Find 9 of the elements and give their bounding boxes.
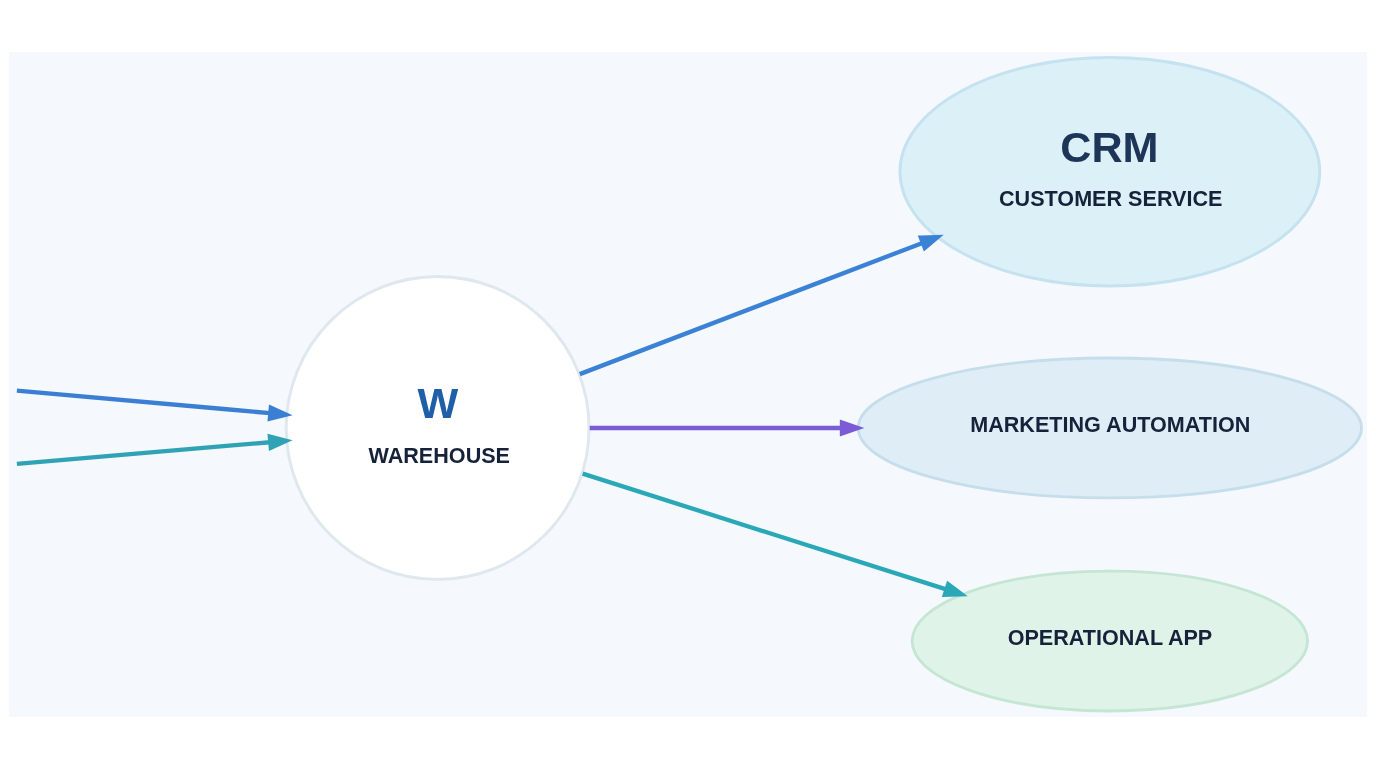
arrow — [16, 433, 293, 466]
node-ellipse: CRM CUSTOMER SERVICE — [898, 55, 1322, 287]
arrow — [589, 418, 865, 437]
node-ellipse: MARKETING AUTOMATION — [856, 356, 1363, 499]
arrow — [579, 234, 944, 376]
node-ellipse: OPERATIONAL APP — [910, 569, 1309, 712]
arrow — [16, 387, 293, 422]
arrow — [582, 471, 968, 597]
node-circle: W WAREHOUSE — [284, 274, 591, 581]
